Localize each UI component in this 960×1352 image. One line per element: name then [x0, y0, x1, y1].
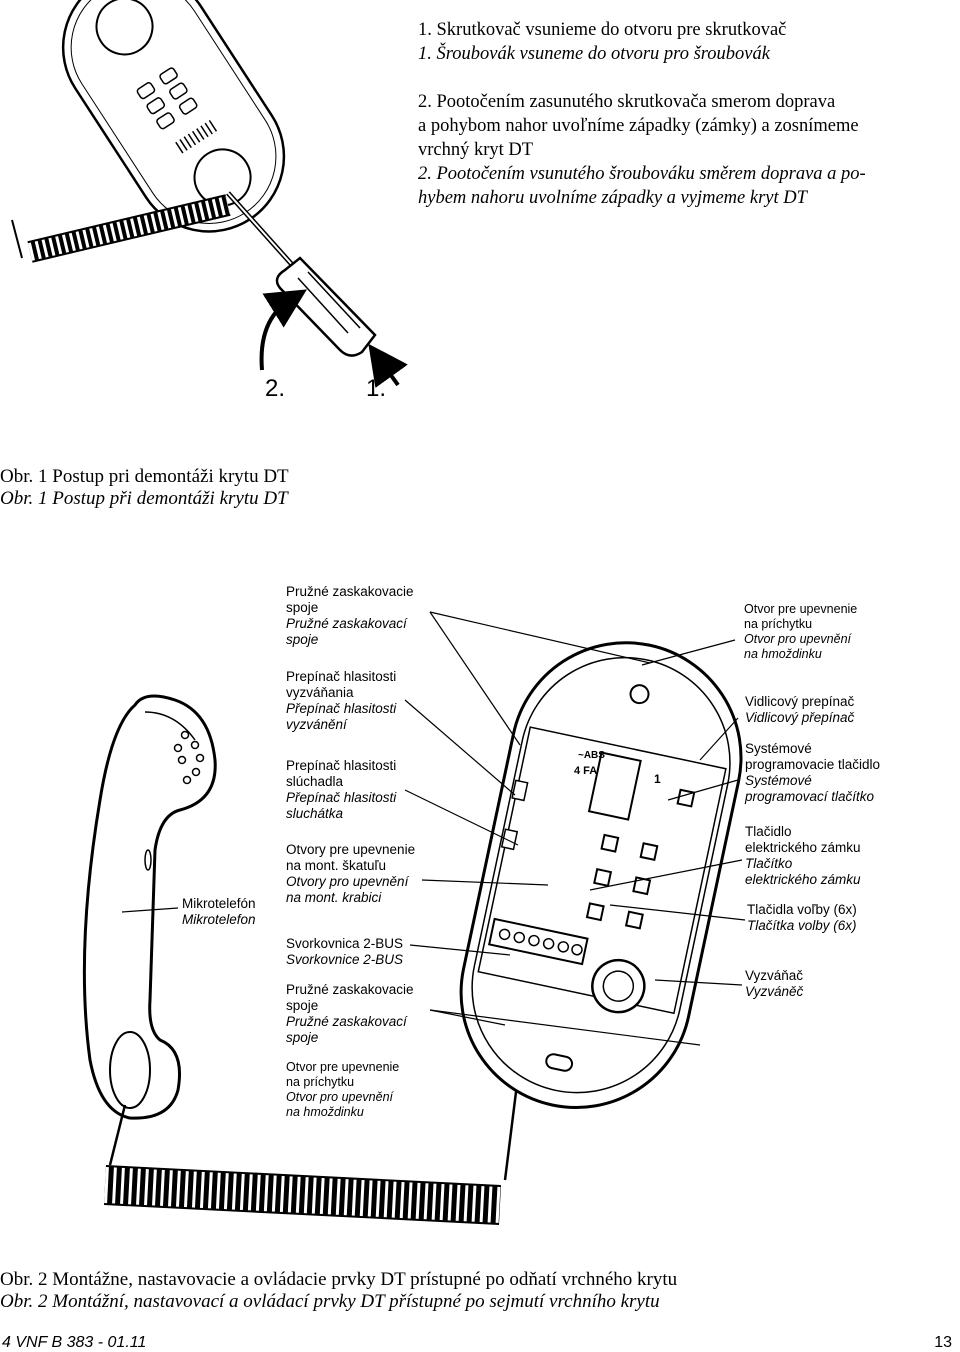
step2-cz-line2: hybem nahoru uvolníme západky a vyjmeme …: [418, 188, 807, 208]
leader-lines: [121, 611, 746, 1046]
figure1-caption: Obr. 1 Postup pri demontáži krytu DT Obr…: [0, 466, 289, 510]
figure1-caption-sk: Obr. 1 Postup pri demontáži krytu DT: [0, 466, 289, 487]
figure1-marker-2: 2.: [265, 375, 286, 402]
figure1-caption-cz: Obr. 1 Postup při demontáži krytu DT: [0, 488, 288, 509]
handset-side-view: [82, 694, 217, 1120]
label-dial-buttons: Tlačidla voľby (6x) Tlačítka volby (6x): [747, 902, 857, 933]
label-snap-joints-bottom: Pružné zaskakovacie spoje Pružné zaskako…: [286, 982, 414, 1045]
footer-page-number: 13: [934, 1334, 952, 1351]
label-programming-button: Systémové programovacie tlačidlo Systémo…: [745, 741, 881, 804]
label-hook-switch: Vidlicový prepínač Vidlicový přepínač: [745, 694, 855, 725]
base-plate: [459, 641, 743, 1109]
step1-cz: 1. Šroubovák vsuneme do otvoru pro šroub…: [418, 44, 770, 64]
step2-sk-line1: 2. Pootočením zasunutého skrutkovača sme…: [418, 92, 836, 112]
coiled-cord-1: [11, 194, 231, 263]
instructions-block: 1. Skrutkovač vsunieme do otvoru pre skr…: [418, 18, 948, 234]
label-handset: Mikrotelefón Mikrotelefon: [182, 896, 256, 927]
board-number: 1: [654, 772, 661, 786]
figure2-caption-cz: Obr. 2 Montážní, nastavovací a ovládací …: [0, 1291, 660, 1312]
label-ringer: Vyzváňač Vyzváněč: [745, 968, 804, 999]
label-2bus-terminal: Svorkovnica 2-BUS Svorkovnice 2-BUS: [286, 936, 404, 967]
label-handset-volume-switch: Prepínač hlasitosti slúchadla Přepínač h…: [286, 758, 397, 821]
figure1-marker-1: 1.: [366, 375, 387, 402]
label-snap-joints-top: Pružné zaskakovacie spoje Pružné zaskako…: [286, 584, 414, 647]
step2-cz-line1: 2. Pootočením vsunutého šroubováku směre…: [418, 164, 866, 184]
label-door-lock-button: Tlačidlo elektrického zámku Tlačítko ele…: [745, 824, 861, 887]
board-text-2: 4 FA: [574, 765, 598, 777]
figure2-caption-sk: Obr. 2 Montážne, nastavovacie a ovládaci…: [0, 1269, 678, 1290]
label-ringer-volume-switch: Prepínač hlasitosti vyzváňania Přepínač …: [286, 669, 397, 732]
label-mounting-box-holes: Otvory pre upevnenie na mont. škatuľu Ot…: [286, 842, 416, 905]
rotate-arrow-icon: [259, 289, 307, 371]
label-anchor-hole-bottom: Otvor pre upevnenie na príchytku Otvor p…: [286, 1060, 400, 1119]
step1-sk: 1. Skrutkovač vsunieme do otvoru pre skr…: [418, 20, 787, 40]
step-2: 2. Pootočením zasunutého skrutkovača sme…: [418, 90, 948, 210]
step-1: 1. Skrutkovač vsunieme do otvoru pre skr…: [418, 18, 948, 66]
label-anchor-hole-top: Otvor pre upevnenie na príchytku Otvor p…: [744, 602, 858, 661]
footer-doc-id: 4 VNF B 383 - 01.11: [2, 1334, 147, 1351]
screwdriver: [226, 191, 377, 357]
insert-arrow-icon: [368, 343, 408, 388]
step2-sk-line2: a pohybom nahor uvoľníme západky (zámky)…: [418, 116, 859, 136]
board-text-1: ~ABS: [578, 750, 605, 761]
step2-sk-line3: vrchný kryt DT: [418, 140, 534, 160]
figure2-caption: Obr. 2 Montážne, nastavovacie a ovládaci…: [0, 1269, 677, 1313]
